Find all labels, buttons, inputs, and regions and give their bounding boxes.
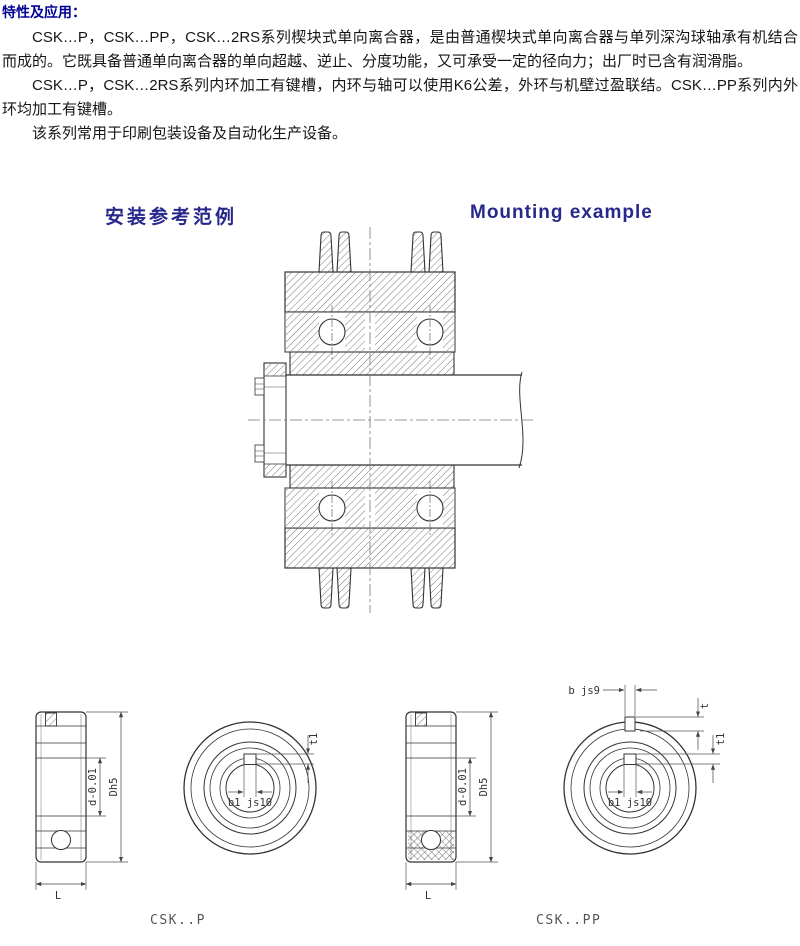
- dim-label-L: L: [55, 890, 61, 902]
- csk-pp-side-dimensions: [405, 711, 498, 890]
- sprocket-teeth-bottom: [318, 567, 444, 609]
- csk-pp-front-dimensions: [603, 685, 720, 797]
- mounting-example-drawing: [248, 227, 536, 613]
- intro-paragraph-3: 该系列常用于印刷包装设备及自动化生产设备。: [32, 125, 348, 142]
- dim-label-b1: b1 js10: [228, 797, 272, 809]
- dim-label-t1: t1: [308, 733, 320, 746]
- csk-p-caption: CSK..P: [150, 913, 206, 928]
- csk-p-side-view: [35, 711, 87, 863]
- sprocket-teeth-top: [318, 231, 444, 273]
- keyway-section: [45, 712, 57, 727]
- dim-label-d: d-0.01: [457, 768, 469, 806]
- centerlines: [248, 227, 536, 613]
- bearing-ball: [51, 830, 71, 850]
- bearing-ball: [421, 830, 441, 850]
- shaft: [265, 371, 524, 469]
- dim-label-b: b js9: [568, 685, 600, 697]
- csk-pp-side-view: [405, 711, 457, 863]
- intro-paragraph-2: CSK…P，CSK…2RS系列内环加工有键槽，内环与轴可以使用K6公差，外环与机…: [2, 77, 798, 118]
- outer-keyway: [624, 716, 636, 732]
- inner-keyway: [243, 753, 257, 765]
- section-title-en: Mounting example: [470, 202, 653, 223]
- dim-label-b1: b1 js10: [608, 797, 652, 809]
- inner-keyway: [623, 753, 637, 765]
- page-heading: 特性及应用：: [2, 4, 86, 20]
- csk-p-front-dimensions: [228, 735, 314, 797]
- dim-label-L: L: [425, 890, 431, 902]
- csk-pp-front-view: [563, 716, 697, 855]
- shaft-break-line: [518, 371, 524, 469]
- dim-label-t1: t1: [715, 733, 727, 746]
- dim-label-t: t: [699, 703, 711, 709]
- dim-label-D: Dh5: [108, 778, 120, 797]
- intro-text: 特性及应用： CSK…P，CSK…PP，CSK…2RS系列楔块式单向离合器，是由…: [2, 2, 798, 146]
- csk-p-front-view: [183, 721, 317, 855]
- section-title-zh: 安装参考范例: [105, 207, 238, 228]
- dim-label-D: Dh5: [478, 778, 490, 797]
- intro-paragraph-1: CSK…P，CSK…PP，CSK…2RS系列楔块式单向离合器，是由普通楔块式单向…: [2, 29, 798, 70]
- part-drawings: d-0.01 Dh5 L b1 js10 t1 CSK..P: [35, 685, 727, 928]
- csk-p-side-dimensions: [35, 711, 128, 890]
- csk-pp-caption: CSK..PP: [536, 913, 601, 928]
- keyway-section: [415, 712, 427, 727]
- dim-label-d: d-0.01: [87, 768, 99, 806]
